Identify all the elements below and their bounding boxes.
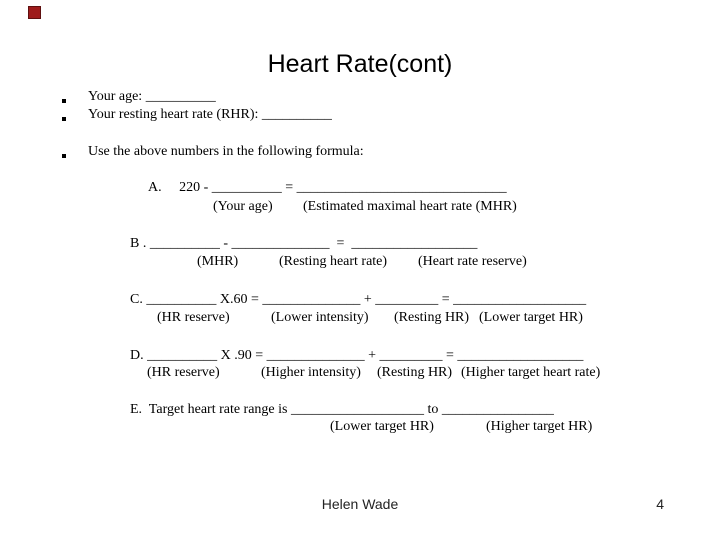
label-lower-target-hr: (Lower target HR): [479, 310, 583, 325]
formula-line-a-labels: (Your age) (Estimated maximal heart rate…: [0, 199, 720, 215]
footer-author: Helen Wade: [321, 496, 399, 512]
page-title: Heart Rate(cont): [267, 50, 453, 78]
footer-page-number: 4: [656, 496, 664, 512]
formula-line-b: B . __________ - ______________ = ______…: [130, 236, 478, 251]
label-estimated-mhr: (Estimated maximal heart rate (MHR): [303, 199, 517, 214]
bullet-square-icon: [62, 99, 66, 104]
label-your-age: (Your age): [213, 199, 273, 214]
formula-line-b-labels: (MHR) (Resting heart rate) (Heart rate r…: [0, 254, 720, 270]
bullet-item-label: Use the above numbers in the following f…: [88, 144, 364, 159]
bullet-square-icon: [62, 117, 66, 122]
bullet-item-instruction: Use the above numbers in the following f…: [62, 144, 364, 166]
bullet-item-label: Your age: __________: [88, 89, 216, 104]
label-hr-reserve: (HR reserve): [157, 310, 230, 325]
label-hr-reserve: (HR reserve): [147, 365, 220, 380]
formula-line-e: E. Target heart rate range is __________…: [130, 402, 554, 417]
label-resting-hr: (Resting HR): [394, 310, 470, 325]
formula-line-d: D. __________ X .90 = ______________ + _…: [130, 348, 584, 363]
label-heart-rate-reserve: (Heart rate reserve): [418, 254, 527, 269]
formula-line-d-labels: (HR reserve) (Higher intensity) (Resting…: [0, 365, 720, 381]
label-lower-target-hr: (Lower target HR): [330, 419, 434, 434]
label-lower-intensity: (Lower intensity): [271, 310, 369, 325]
label-higher-target-hr: (Higher target HR): [486, 419, 593, 434]
formula-line-e-labels: (Lower target HR) (Higher target HR): [0, 419, 720, 435]
bullet-item-label: Your resting heart rate (RHR): _________…: [88, 107, 332, 122]
formula-line-c-labels: (HR reserve) (Lower intensity) (Resting …: [0, 310, 720, 326]
formula-line-a: A. 220 - __________ = __________________…: [148, 180, 507, 195]
formula-line-c: C. __________ X.60 = ______________ + __…: [130, 292, 587, 307]
label-resting-hr: (Resting HR): [377, 365, 453, 380]
label-mhr: (MHR): [197, 254, 239, 269]
label-higher-intensity: (Higher intensity): [261, 365, 361, 380]
label-resting-heart-rate: (Resting heart rate): [279, 254, 388, 269]
bullet-item-age: Your age: __________: [62, 89, 216, 111]
bullet-item-rhr: Your resting heart rate (RHR): _________…: [62, 107, 332, 129]
corner-accent-square: [28, 6, 41, 19]
label-higher-target-heart-rate: (Higher target heart rate): [461, 365, 601, 380]
bullet-square-icon: [62, 154, 66, 159]
